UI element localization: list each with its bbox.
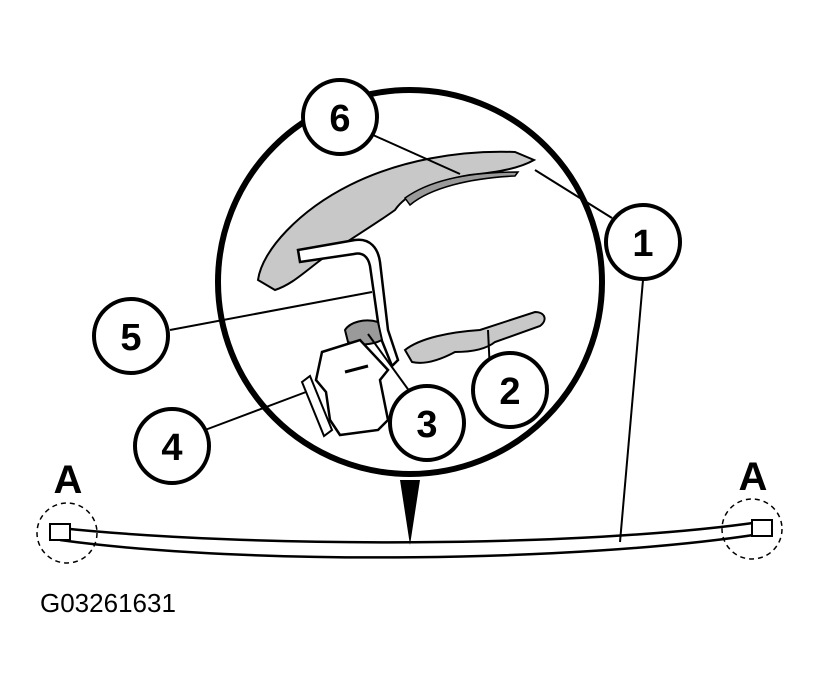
wiper-blade-strip-lower [59, 532, 761, 559]
callout-1: 1 [604, 203, 682, 281]
leader-lines [169, 134, 644, 543]
blade-end-clip-line [344, 364, 369, 374]
callout-1-circle [604, 203, 682, 281]
blade-end-clip [314, 338, 390, 437]
leader-line-6 [372, 134, 461, 175]
blade-clip-insert [343, 319, 384, 346]
end-marker-right: A [739, 455, 768, 499]
callout-4-circle [133, 407, 211, 485]
callout-2: 2 [471, 351, 549, 429]
callout-3: 3 [388, 384, 466, 462]
blade-end-clip-tab [300, 374, 334, 438]
blade-insert-strip [403, 171, 520, 207]
end-detail-right-circle [721, 498, 783, 560]
callout-6-circle [301, 78, 379, 156]
leader-line-3 [367, 333, 411, 393]
figure-id: G03261631 [40, 588, 176, 618]
callout-5: 5 [92, 297, 170, 375]
callout-1-label: 1 [632, 223, 653, 265]
callout-4: 4 [133, 407, 211, 485]
wiper-rubber-lip [403, 310, 546, 364]
wiper-blade-strip [59, 520, 761, 544]
callout-2-circle [471, 351, 549, 429]
callout-3-label: 3 [416, 404, 437, 446]
end-marker-left: A [54, 458, 83, 502]
callout-2-label: 2 [499, 371, 520, 413]
leader-line-5 [169, 291, 373, 331]
callout-4-label: 4 [161, 427, 182, 469]
detail-pointer [400, 480, 420, 545]
leader-line-1b [619, 279, 644, 543]
callout-6-label: 6 [329, 98, 350, 140]
callout-5-label: 5 [120, 317, 141, 359]
callout-6: 6 [301, 78, 379, 156]
callout-3-circle [388, 384, 466, 462]
end-cap-left [49, 523, 71, 541]
end-detail-left-circle [36, 502, 98, 564]
end-cap-right [751, 519, 773, 537]
leader-line-1a [534, 169, 613, 219]
callout-5-circle [92, 297, 170, 375]
leader-line-4 [204, 391, 307, 431]
